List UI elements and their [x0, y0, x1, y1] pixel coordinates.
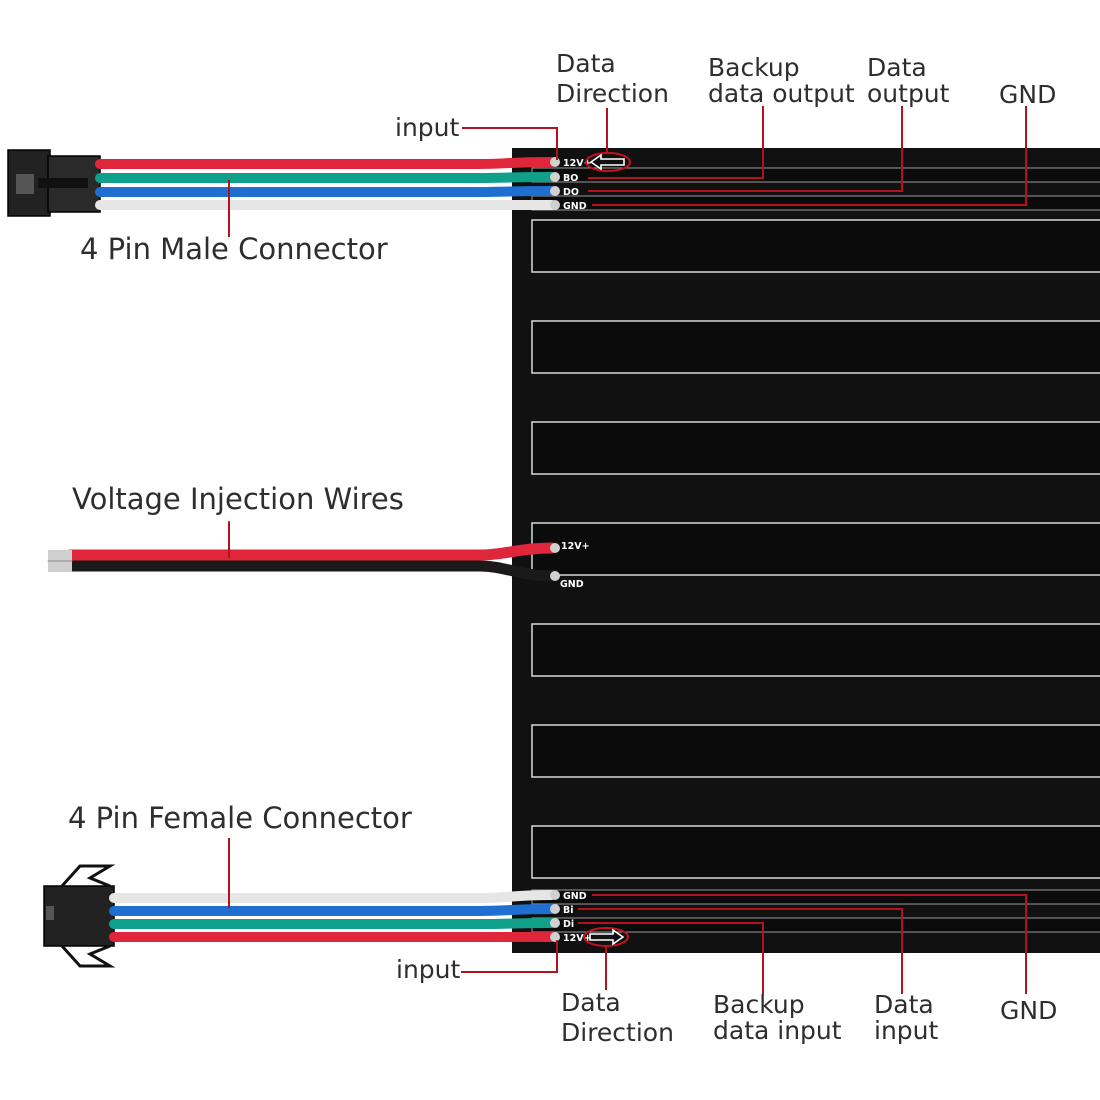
male-connector-label: 4 Pin Male Connector: [80, 232, 388, 266]
bottom-data-direction-line1: Data: [561, 988, 621, 1017]
bottom-data-direction-label: Data Direction: [561, 988, 674, 1047]
bottom-wire-bundle: [109, 890, 557, 942]
data-input-line1: Data: [874, 990, 934, 1019]
pad-gnd-bottom: GND: [563, 891, 587, 902]
pad-gnd-mid: GND: [560, 579, 584, 590]
injection-wires-label: Voltage Injection Wires: [72, 482, 404, 516]
top-gnd-label: GND: [999, 80, 1057, 109]
backup-data-input-label: Backup data input: [713, 990, 842, 1046]
top-leader-lines: [228, 106, 1027, 237]
data-output-label: Data output: [867, 53, 950, 109]
top-input-label: input: [395, 113, 460, 142]
backup-data-output-line1: Backup: [708, 53, 800, 82]
female-connector-label: 4 Pin Female Connector: [68, 801, 412, 835]
pad-gnd-top: GND: [563, 201, 587, 212]
pad-12v-bottom: 12V+: [563, 933, 592, 944]
bottom-leader-lines: [228, 838, 1027, 994]
backup-data-output-label: Backup data output: [708, 53, 855, 109]
data-input-label: Data input: [874, 990, 939, 1046]
pad-di: Di: [563, 919, 574, 930]
top-data-direction-line2: Direction: [556, 78, 669, 108]
bottom-input-label: input: [396, 955, 461, 984]
bottom-gnd-label: GND: [1000, 996, 1058, 1025]
data-direction-right-arrow-icon: [583, 927, 629, 947]
data-output-line1: Data: [867, 53, 927, 82]
male-connector-icon: [7, 149, 101, 217]
backup-data-output-line2: data output: [708, 79, 855, 109]
pad-do: DO: [563, 187, 579, 198]
top-solder-pads: 12V+ BO DO GND: [550, 157, 592, 212]
backup-data-input-line1: Backup: [713, 990, 805, 1019]
top-data-direction-line1: Data: [556, 49, 616, 78]
injection-wires: 12V+ GND: [47, 521, 590, 590]
top-wire-bundle: [95, 157, 557, 210]
led-panel: [512, 148, 1100, 953]
data-direction-left-arrow-icon: [585, 152, 631, 172]
female-connector-icon: [43, 864, 116, 968]
data-input-line2: input: [874, 1016, 939, 1046]
pad-12v-top: 12V+: [563, 158, 592, 169]
pad-12v-mid: 12V+: [561, 541, 590, 552]
pad-bo: BO: [563, 173, 578, 184]
data-output-line2: output: [867, 79, 950, 109]
bottom-solder-pads: GND Bi Di 12V+: [550, 890, 592, 944]
top-data-direction-label: Data Direction: [556, 49, 669, 108]
bottom-data-direction-line2: Direction: [561, 1017, 674, 1047]
pad-bi: Bi: [563, 905, 574, 916]
backup-data-input-line2: data input: [713, 1016, 842, 1046]
